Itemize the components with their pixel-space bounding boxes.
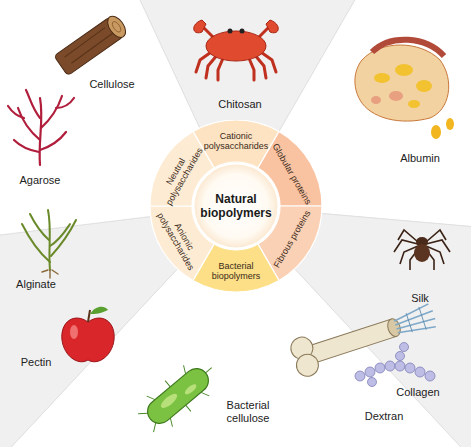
- item-label: Pectin: [21, 356, 52, 369]
- category-label: Cationic polysaccharides: [199, 131, 273, 151]
- albumin-illustration: [355, 40, 454, 139]
- item-label: Cellulose: [89, 78, 134, 91]
- bacterium-illustration: [133, 352, 225, 438]
- item-label: Albumin: [400, 152, 440, 165]
- center-title: Natural biopolymers: [196, 192, 276, 220]
- alginate-plant-illustration: [22, 210, 76, 278]
- crab-illustration: [194, 20, 279, 80]
- log-illustration: [54, 13, 129, 76]
- background-wedge: [0, 206, 236, 447]
- background-wedge: [0, 0, 236, 316]
- item-label: Dextran: [365, 410, 404, 423]
- circle-shape: [194, 164, 279, 249]
- apple-illustration: [62, 307, 114, 362]
- seaweed-illustration: [8, 90, 74, 165]
- item-label: Alginate: [16, 278, 56, 291]
- bone-illustration: [288, 296, 440, 379]
- item-label: Bacterial cellulose: [217, 399, 279, 425]
- item-label: Agarose: [20, 174, 61, 187]
- item-label: Collagen: [396, 386, 439, 399]
- category-label: Bacterial biopolymers: [199, 261, 273, 281]
- dextran-illustration: [355, 343, 435, 387]
- item-label: Chitosan: [218, 98, 261, 111]
- item-label: Silk: [411, 292, 429, 305]
- spider-illustration: [394, 230, 450, 270]
- center-circle: Natural biopolymers: [192, 162, 280, 250]
